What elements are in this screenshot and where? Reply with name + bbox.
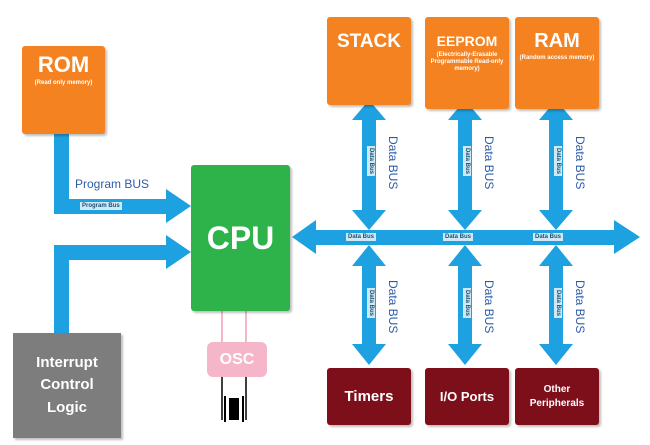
interrupt-line2: Control xyxy=(40,376,94,394)
ram-title: RAM xyxy=(534,30,580,52)
ram-block: RAM (Random access memory) xyxy=(515,17,599,109)
other-line1: Other xyxy=(543,383,571,395)
interrupt-line-vertical xyxy=(54,245,69,333)
data-bus-right-arrowhead xyxy=(614,220,640,254)
io-ports-block: I/O Ports xyxy=(425,368,509,425)
timers-title: Timers xyxy=(344,388,394,405)
eeprom-title: EEPROM xyxy=(436,33,498,49)
other-peripherals-block: Other Peripherals xyxy=(515,368,599,425)
io-data-bus-side-label: Data BUS xyxy=(482,280,496,334)
eeprom-subtitle: (Electrically-Erasable Programmable Read… xyxy=(430,52,504,73)
other-line2: Peripherals xyxy=(529,397,585,409)
cpu-title: CPU xyxy=(206,219,275,256)
interrupt-line1: Interrupt xyxy=(36,353,98,371)
osc-title: OSC xyxy=(219,350,255,368)
data-bus-inner-label-1: Data Bus xyxy=(346,233,377,241)
stack-data-bus-side-label: Data BUS xyxy=(386,136,400,190)
stack-bus-inner-label: Data Bus xyxy=(367,146,375,177)
ram-bus-inner-label: Data Bus xyxy=(554,146,562,177)
data-bus-inner-label-3: Data Bus xyxy=(533,233,564,241)
program-bus-arrowhead xyxy=(166,189,191,223)
data-bus-inner-label-2: Data Bus xyxy=(443,233,474,241)
timers-block: Timers xyxy=(327,368,411,425)
cpu-block: CPU xyxy=(191,165,290,311)
osc-block: OSC xyxy=(207,342,267,377)
interrupt-line-horizontal xyxy=(54,245,168,260)
interrupt-arrowhead xyxy=(166,235,191,269)
data-bus-left-arrowhead xyxy=(292,220,316,254)
ram-subtitle: (Random access memory) xyxy=(519,55,595,61)
timers-data-bus-side-label: Data BUS xyxy=(386,280,400,334)
interrupt-control-logic-block: Interrupt Control Logic xyxy=(13,333,121,438)
program-bus-inner-label: Program Bus xyxy=(80,202,122,210)
io-ports-title: I/O Ports xyxy=(439,389,495,404)
program-bus-side-label: Program BUS xyxy=(75,177,150,191)
rom-block: ROM (Read only memory) xyxy=(22,46,105,134)
rom-title: ROM xyxy=(37,52,90,77)
rom-subtitle: (Read only memory) xyxy=(34,80,93,86)
eeprom-bus-inner-label: Data Bus xyxy=(463,146,471,177)
eeprom-data-bus-side-label: Data BUS xyxy=(482,136,496,190)
interrupt-line3: Logic xyxy=(47,398,87,416)
stack-title: STACK xyxy=(336,31,402,52)
other-data-bus-side-label: Data BUS xyxy=(573,280,587,334)
timers-bus-inner-label: Data Bus xyxy=(367,288,375,319)
other-bus-inner-label: Data Bus xyxy=(554,288,562,319)
ram-data-bus-side-label: Data BUS xyxy=(573,136,587,190)
stack-block: STACK xyxy=(327,17,411,105)
io-bus-inner-label: Data Bus xyxy=(463,288,471,319)
crystal-body xyxy=(229,398,239,420)
eeprom-block: EEPROM (Electrically-Erasable Programmab… xyxy=(425,17,509,109)
program-bus-vertical xyxy=(54,134,69,214)
